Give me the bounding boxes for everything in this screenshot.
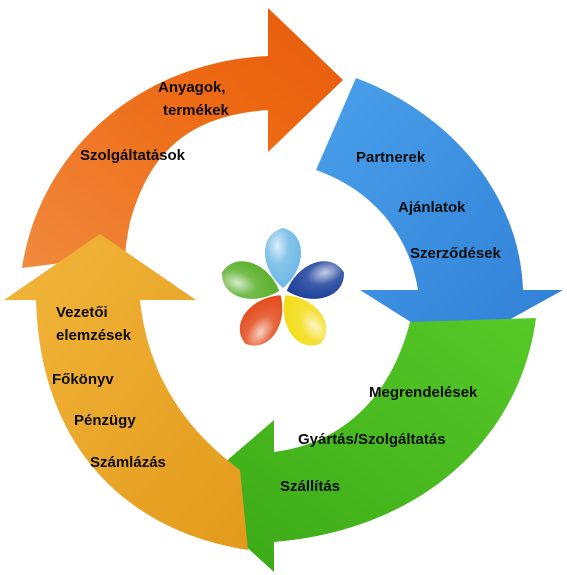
label-megrendelesek: Megrendelések [369, 384, 478, 401]
label-szamlazas: Számlázás [90, 454, 166, 471]
arrow-green [188, 318, 536, 572]
label-ajanlatok: Ajánlatok [398, 199, 466, 216]
center-logo [222, 228, 344, 346]
label-fokonyv: Főkönyv [52, 371, 114, 388]
label-termekek: termékek [163, 102, 229, 119]
label-vezetoi: Vezetői [56, 304, 108, 321]
label-szolgaltatasok: Szolgáltatások [80, 147, 186, 164]
arrow-yellow [4, 234, 248, 550]
label-szallitas: Szállítás [280, 478, 341, 495]
label-anyagok: Anyagok, [158, 79, 226, 96]
label-penzugy: Pénzügy [74, 412, 136, 429]
label-elemzesek: elemzések [56, 327, 132, 344]
label-partnerek: Partnerek [356, 149, 426, 166]
arrow-blue [316, 78, 563, 350]
label-szerzodesek: Szerződések [410, 245, 501, 262]
label-gyartas-szolgaltatas: Gyártás/Szolgáltatás [298, 431, 446, 448]
arrow-orange [22, 8, 343, 268]
